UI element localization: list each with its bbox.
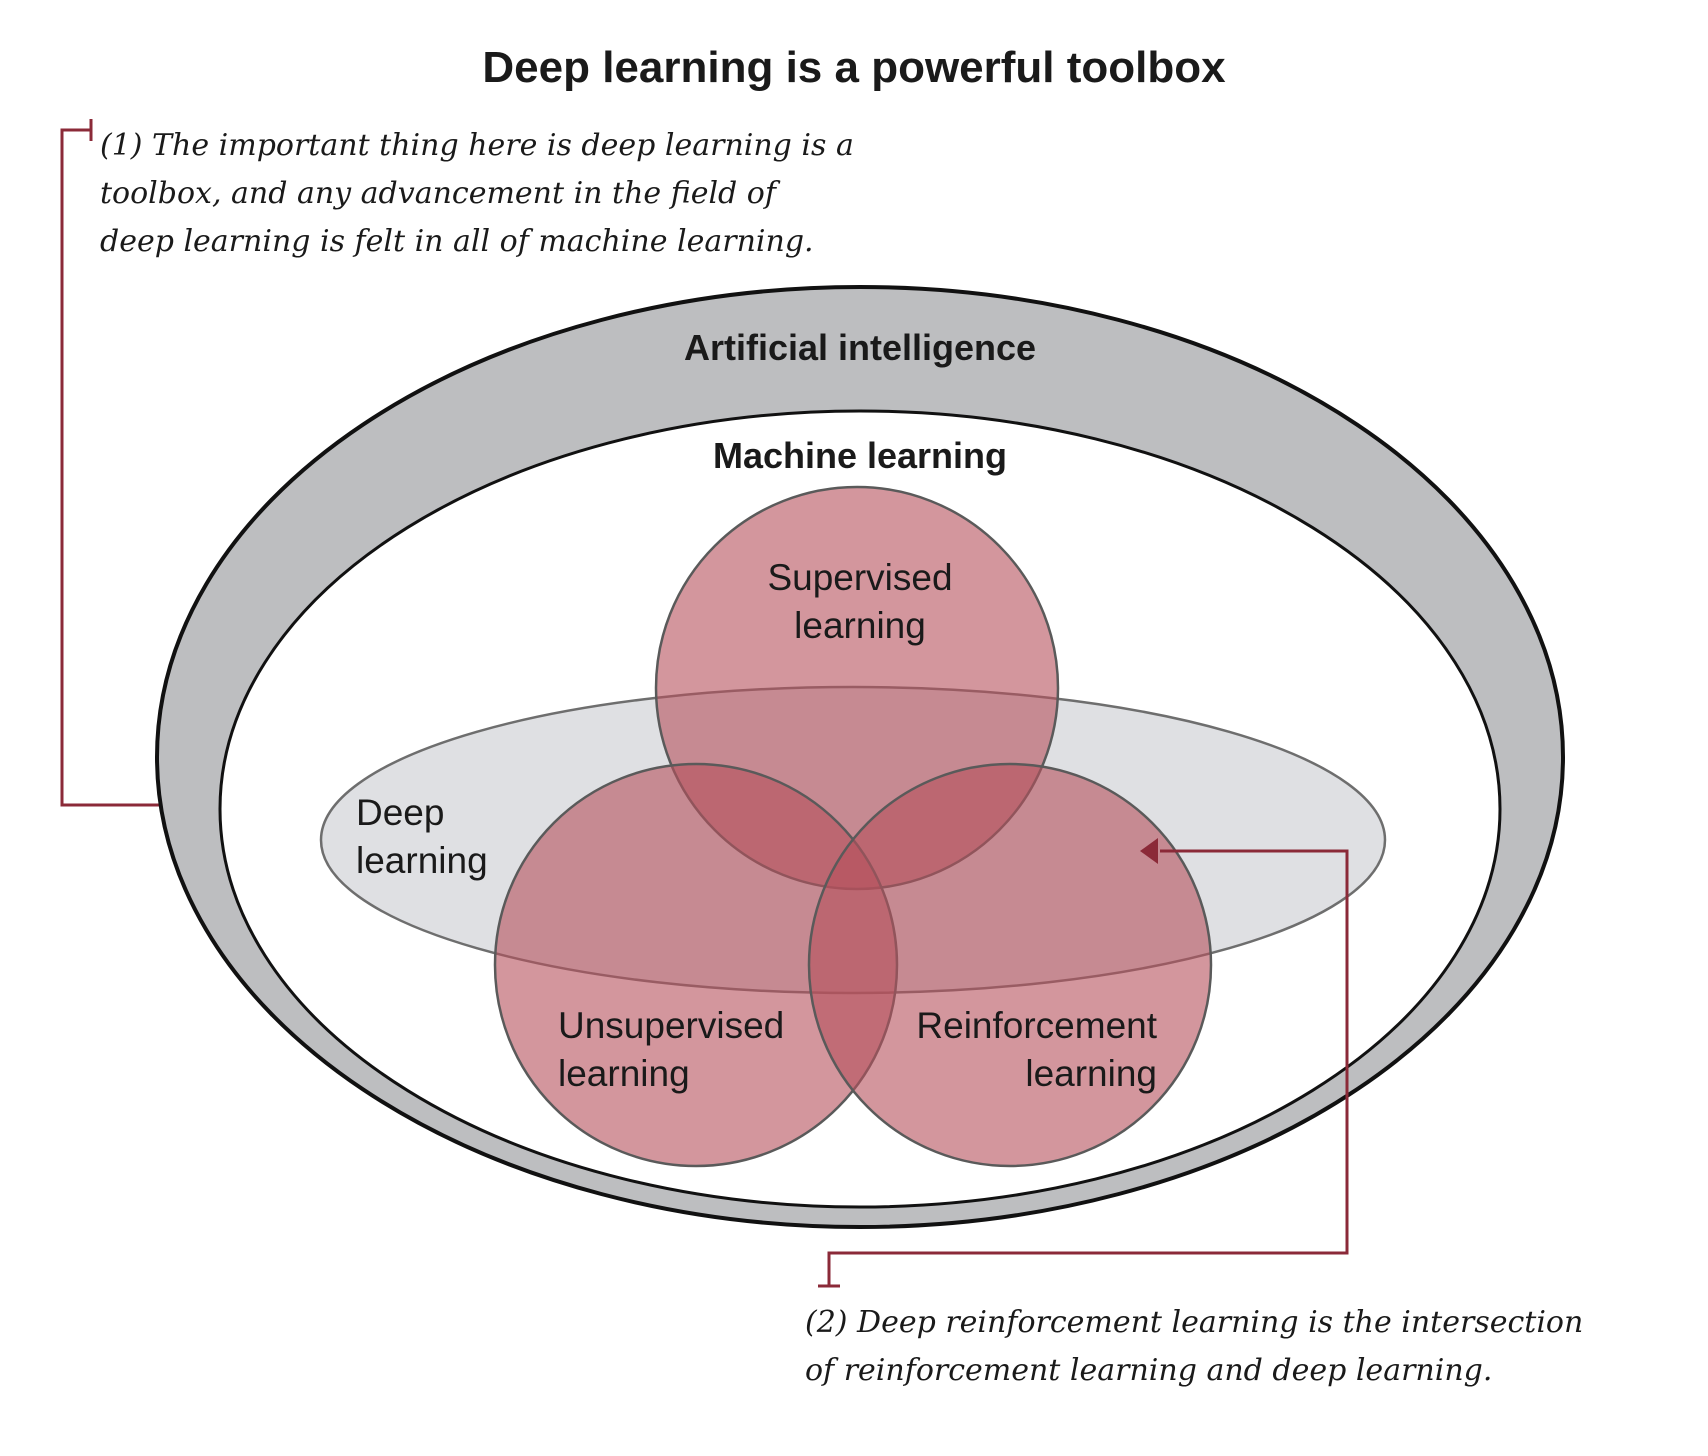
ml-label: Machine learning	[713, 435, 1007, 476]
note2-leader-line	[827, 849, 1349, 1286]
note1-line-3: deep learning is felt in all of machine …	[100, 224, 814, 259]
note2-callout	[818, 838, 1349, 1288]
deep-label-line-2: learning	[356, 840, 488, 881]
deep-label-line-1: Deep	[356, 792, 444, 833]
ai-label: Artificial intelligence	[684, 327, 1036, 368]
reinforcement-label-line-1: Reinforcement	[916, 1005, 1157, 1046]
supervised-label-line-1: Supervised	[767, 557, 952, 598]
note2-arrowhead	[1140, 838, 1158, 864]
note1-line-2: toolbox, and any advancement in the fiel…	[100, 176, 781, 211]
reinforcement-label-line-2: learning	[1025, 1053, 1157, 1094]
unsupervised-label-line-2: learning	[558, 1053, 690, 1094]
supervised-label-line-2: learning	[794, 605, 926, 646]
reinforcement-learning-set	[807, 762, 1213, 1168]
note1-line-1: (1) The important thing here is deep lea…	[100, 128, 854, 163]
diagram-title: Deep learning is a powerful toolbox	[482, 43, 1226, 92]
note2-line-1: (2) Deep reinforcement learning is the i…	[805, 1305, 1583, 1340]
unsupervised-label-line-1: Unsupervised	[558, 1005, 784, 1046]
note2-line-2: of reinforcement learning and deep learn…	[805, 1353, 1492, 1388]
